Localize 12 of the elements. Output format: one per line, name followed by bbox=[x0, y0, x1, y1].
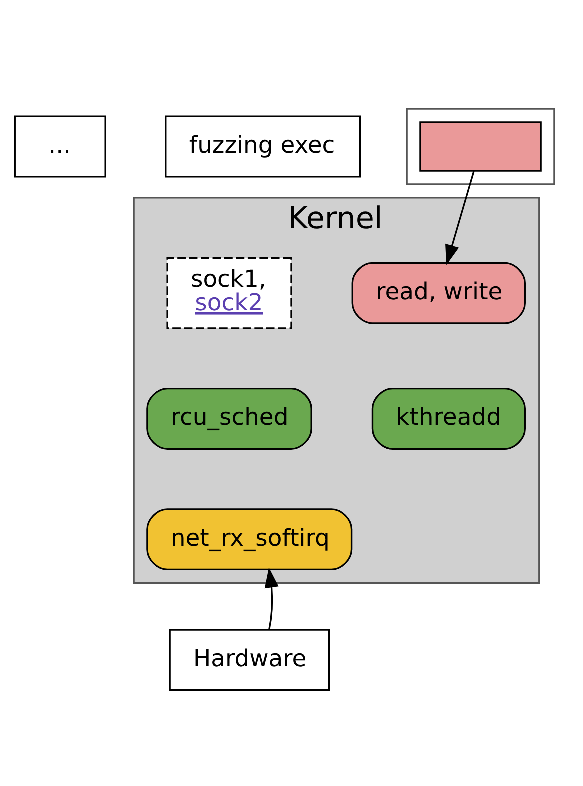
cluster bbox=[406, 108, 556, 186]
node-box: rcu_sched bbox=[146, 388, 312, 450]
node-box: sock1, sock2 bbox=[166, 257, 292, 330]
node-box: read, write bbox=[352, 262, 526, 324]
arrow bbox=[446, 171, 475, 266]
node-box: kthreadd bbox=[372, 388, 526, 450]
node-box: ... bbox=[14, 116, 106, 178]
node-box bbox=[420, 122, 542, 172]
node-box: fuzzing exec bbox=[165, 116, 361, 178]
node-box: Hardware bbox=[169, 629, 330, 692]
arrow bbox=[264, 568, 279, 630]
node-box: net_rx_softirq bbox=[146, 508, 353, 571]
